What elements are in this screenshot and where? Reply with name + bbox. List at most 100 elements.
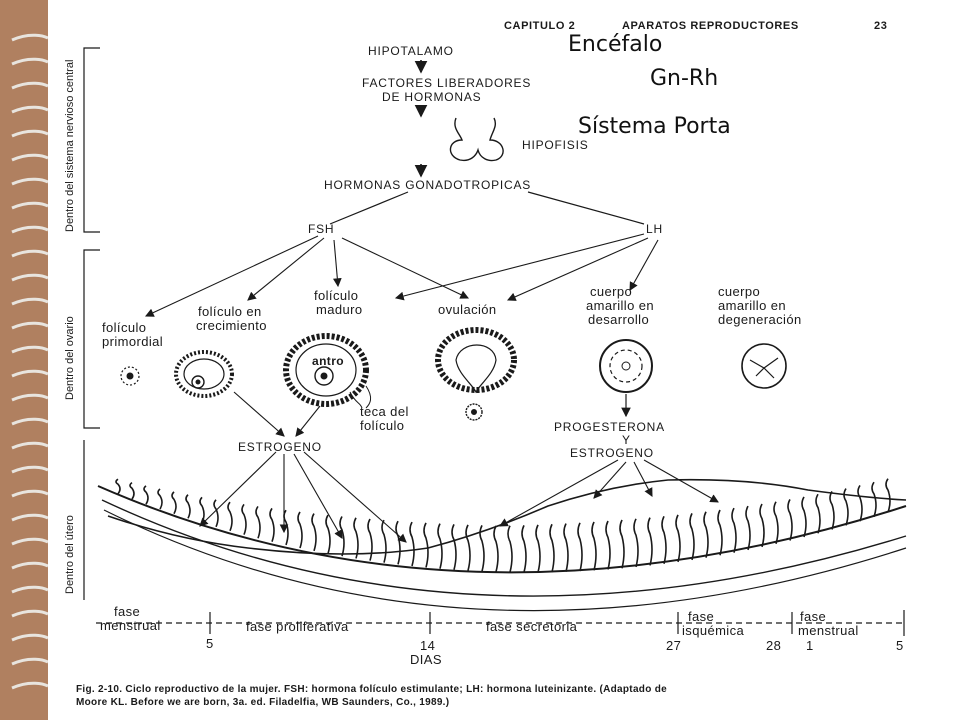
endometrial-gland: [759, 503, 765, 548]
spiral-ring: [11, 153, 48, 162]
label-estrogeno-right: ESTROGENO: [570, 446, 654, 460]
endometrial-gland: [269, 507, 275, 542]
spiral-ring: [11, 57, 48, 66]
endometrial-gland: [535, 524, 541, 573]
label-fase-isquemica-1: fase: [688, 609, 715, 624]
label-primordial-1: folículo: [102, 320, 147, 335]
spiral-ring: [11, 369, 48, 378]
endometrial-gland: [353, 517, 359, 559]
teca-pointers: [349, 385, 372, 409]
label-dias: DIAS: [410, 652, 442, 667]
endometrial-gland: [171, 491, 177, 515]
spiral-ring: [11, 105, 48, 114]
spiral-ring: [11, 321, 48, 330]
endometrial-gland: [339, 516, 345, 557]
endometrial-gland: [185, 494, 191, 519]
endometrial-gland: [479, 525, 485, 572]
label-desarrollo-2: amarillo en: [586, 298, 654, 313]
spiral-ring: [11, 537, 48, 546]
endometrial-gland: [605, 520, 611, 570]
endometrial-gland: [801, 496, 807, 538]
endometrial-gland: [619, 519, 625, 569]
label-maduro-2: maduro: [316, 302, 363, 317]
endometrial-gland: [255, 505, 261, 539]
label-fase-menstrual-l1: fase: [114, 604, 141, 619]
spiral-ring: [11, 33, 48, 42]
label-hipofisis: HIPOFISIS: [522, 138, 589, 152]
label-day-27: 27: [666, 638, 682, 653]
side-label-snc: Dentro del sistema nervioso central: [64, 59, 76, 232]
endometrial-gland: [885, 478, 891, 513]
label-antro: antro: [312, 354, 344, 368]
endometrial-gland: [647, 517, 653, 566]
spiral-ring: [11, 297, 48, 306]
spiral-ring: [11, 345, 48, 354]
label-factores-1: FACTORES LIBERADORES: [362, 76, 532, 90]
endometrial-gland: [829, 491, 835, 530]
spiral-ring: [11, 81, 48, 90]
label-day-14: 14: [420, 638, 436, 653]
endometrial-gland: [325, 514, 331, 554]
label-desarrollo-1: cuerpo: [590, 284, 633, 299]
overlay-sistema-porta: Sístema Porta: [578, 114, 731, 139]
endometrial-gland: [311, 513, 317, 552]
label-fsh: FSH: [308, 222, 335, 236]
label-fase-proliferativa: fase proliferativa: [246, 619, 349, 634]
label-crecimiento-1: folículo en: [198, 304, 262, 319]
endometrial-gland: [507, 525, 513, 573]
label-fase-secretoria: fase secretoria: [486, 619, 578, 634]
spiral-ring: [11, 417, 48, 426]
label-crecimiento-2: crecimiento: [196, 318, 267, 333]
section-label: APARATOS REPRODUCTORES: [622, 20, 799, 32]
spiral-ring: [11, 441, 48, 450]
label-day-1: 1: [806, 638, 814, 653]
label-degeneracion-1: cuerpo: [718, 284, 761, 299]
spiral-ring: [11, 657, 48, 666]
spiral-ring: [11, 633, 48, 642]
endometrial-gland: [745, 505, 751, 551]
endometrial-gland: [521, 525, 527, 573]
follicle-drawings: [120, 327, 787, 421]
label-progesterona: PROGESTERONA: [554, 420, 665, 434]
endometrial-gland: [815, 493, 821, 534]
endometrial-gland: [451, 523, 457, 570]
spiral-ring: [11, 393, 48, 402]
chapter-label: CAPITULO 2: [504, 20, 576, 32]
endometrial-gland: [143, 485, 149, 505]
label-day-5a: 5: [206, 636, 214, 651]
page-number: 23: [874, 20, 888, 32]
overlay-gnrh: Gn-Rh: [650, 66, 719, 91]
spiral-ring: [11, 273, 48, 282]
endometrial-gland: [871, 481, 877, 518]
label-teca-1: teca del: [360, 404, 409, 419]
label-gonadotropicas: HORMONAS GONADOTROPICAS: [324, 178, 532, 192]
spiral-ring: [11, 177, 48, 186]
label-ovulacion: ovulación: [438, 302, 497, 317]
spiral-ring: [11, 609, 48, 618]
endometrial-gland: [591, 521, 597, 571]
endometrial-gland: [423, 522, 429, 568]
endometrial-gland: [703, 511, 709, 558]
endometrial-gland: [675, 514, 681, 563]
spiral-ring: [11, 681, 48, 690]
timeline-axis: [96, 610, 906, 636]
endometrial-gland: [409, 521, 415, 567]
endometrial-gland: [157, 488, 163, 510]
diagram-artwork: [83, 47, 907, 636]
endometrial-gland: [241, 503, 247, 535]
overlay-encefalo: Encéfalo: [568, 32, 663, 57]
label-fase-menstrual-r1: fase: [800, 609, 827, 624]
label-lh: LH: [646, 222, 663, 236]
spiral-ring: [11, 201, 48, 210]
label-maduro-1: folículo: [314, 288, 359, 303]
endometrial-gland: [213, 499, 219, 528]
lh-arrows: [394, 233, 659, 301]
hipofisis-drawing: [449, 117, 504, 162]
endometrial-gland: [731, 507, 737, 553]
label-fase-isquemica-2: isquémica: [682, 623, 745, 638]
spiral-rings: [11, 33, 48, 690]
endometrial-gland: [381, 519, 387, 563]
spiral-ring: [11, 489, 48, 498]
spiral-ring: [11, 465, 48, 474]
endometrial-gland: [437, 523, 443, 569]
